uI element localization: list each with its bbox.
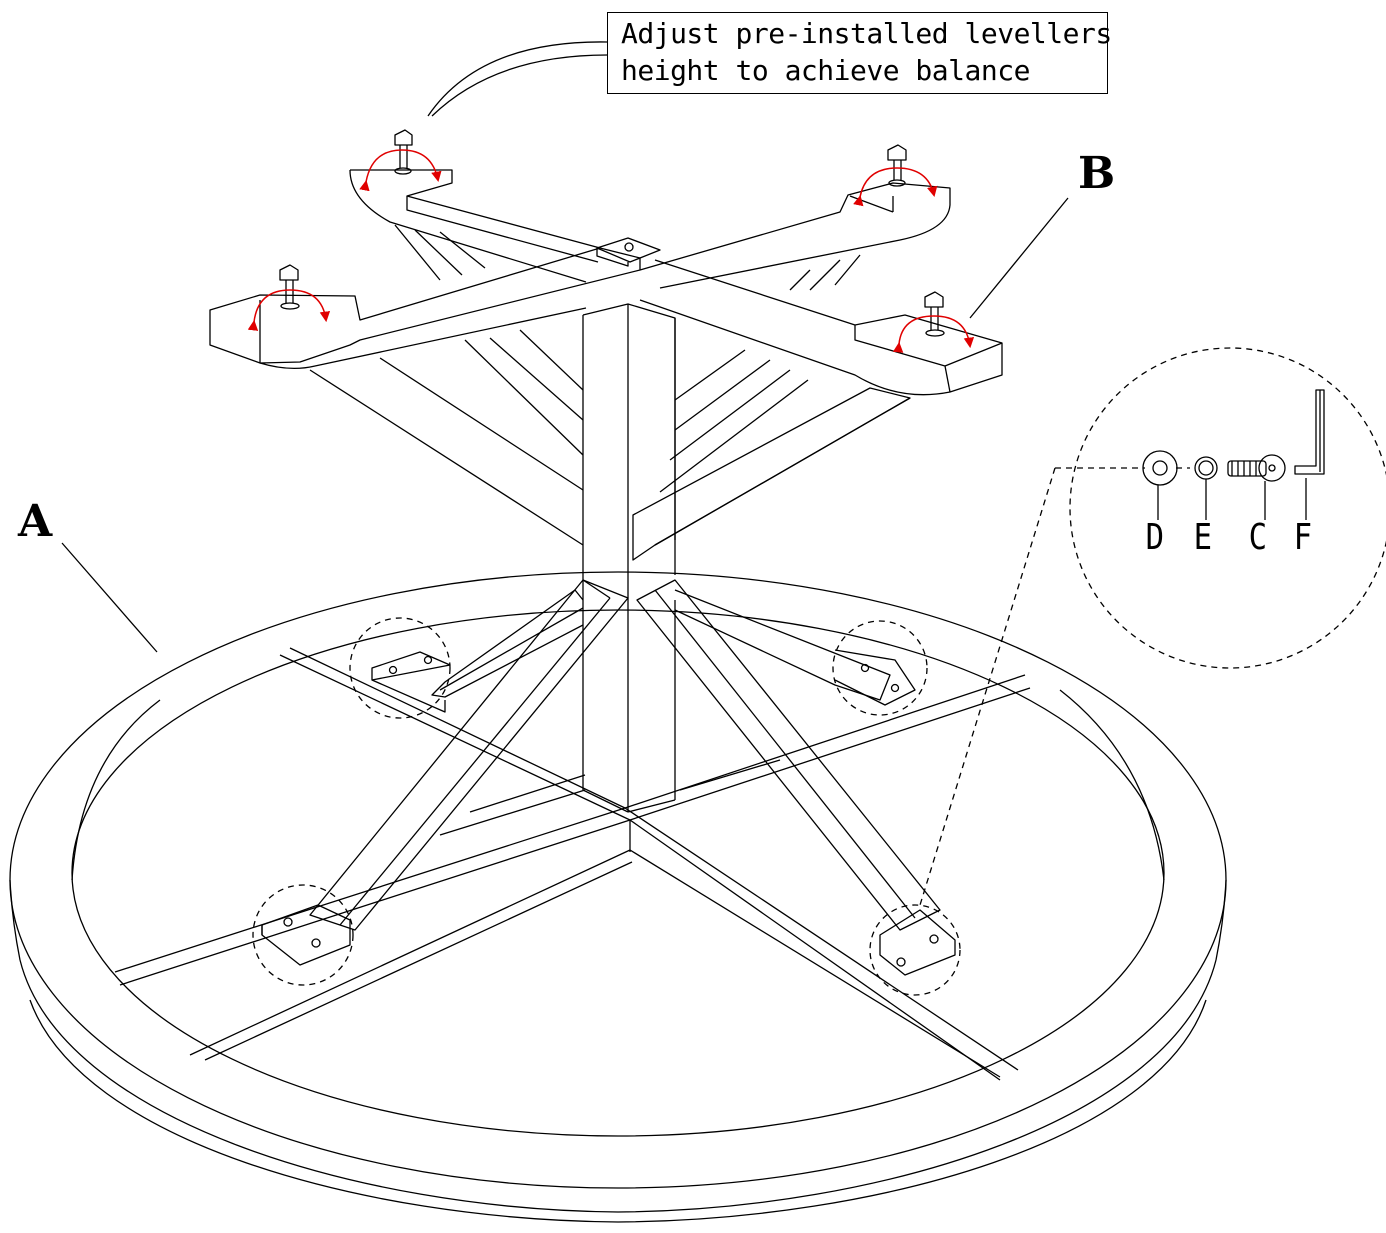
hardware-spring-washer [1194,456,1218,520]
detail-circles [252,347,1386,996]
label-washer-d: D [1145,517,1165,558]
base-top-cross [209,169,1003,396]
leveller-back-right [887,144,907,187]
label-base-b: B [1078,148,1116,199]
leveller-bolts [279,129,945,337]
label-bolt-c: C [1248,517,1268,558]
leveller-instruction-note: Adjust pre-installed levellers height to… [607,12,1112,94]
hardware-allen-key [1294,389,1325,520]
foot-plates [261,649,956,976]
hardware-washer [1142,450,1178,520]
note-line-1: Adjust pre-installed levellers [621,17,1112,50]
label-spring-washer-e: E [1193,517,1213,558]
leveller-front-right [924,291,945,337]
hardware-bolt [1227,454,1286,520]
label-allen-key-f: F [1293,517,1313,558]
tabletop-rails [114,647,1031,1081]
base-column [582,303,676,813]
leader-lines [61,41,1069,653]
leveller-back-left [394,129,413,175]
rotation-arrows [247,149,975,353]
note-line-2: height to achieve balance [621,54,1030,87]
tabletop-ring [9,571,1227,1223]
leveller-front-left [279,264,300,310]
base-lower-legs [309,387,941,931]
label-tabletop-a: A [18,496,53,547]
base-upper-braces [309,224,911,546]
